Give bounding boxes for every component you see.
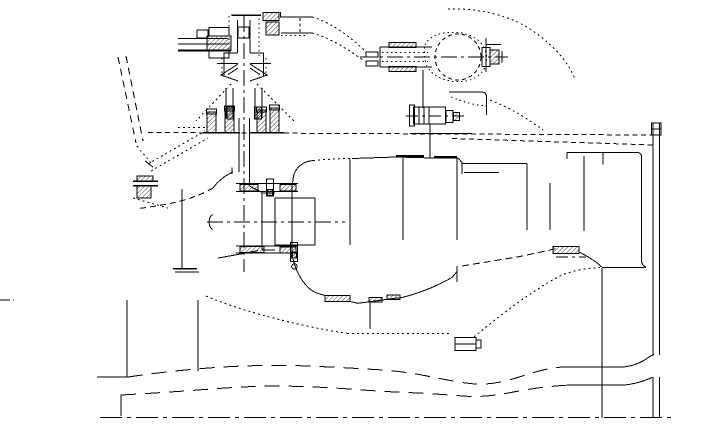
body-top-dotted	[312, 158, 353, 161]
tube-clamp-bottom	[388, 66, 417, 72]
hub-hatch-top2	[279, 184, 297, 192]
nut-1	[481, 47, 491, 67]
tube-clamp-top	[388, 42, 417, 48]
column-step-right	[250, 52, 264, 76]
leader-dot-1	[147, 130, 206, 165]
column-boss	[237, 26, 250, 39]
strut-dash-2	[125, 55, 144, 142]
hub-dashed-curve	[137, 187, 214, 209]
hub-arc	[208, 214, 213, 230]
pipe-flange-cap-top	[208, 27, 230, 37]
leader-solid	[144, 160, 154, 168]
fitting-body	[413, 106, 446, 125]
foot-right-bolt2	[269, 107, 280, 134]
fitting-cap	[409, 104, 415, 127]
wedge-right-inner	[249, 67, 261, 75]
foot-right-cap2	[269, 104, 280, 111]
pipe-flange-body	[206, 35, 232, 51]
actuator-body-dotted	[423, 31, 488, 83]
bottom-seg1	[317, 293, 326, 296]
duct-clip	[454, 337, 477, 351]
pipe-dot-upper	[311, 16, 367, 53]
tube-bracket-2	[365, 60, 379, 67]
body-step	[457, 157, 463, 174]
column-top-bolt	[262, 12, 280, 21]
flow-lower-end	[622, 376, 654, 386]
pipe-dot-b	[447, 8, 576, 80]
flow-upper-end	[622, 354, 655, 368]
tube-bracket-1	[365, 51, 379, 58]
bracket-dotted	[132, 197, 169, 209]
wedge-right	[249, 63, 269, 82]
frame-rect	[603, 152, 647, 268]
bracket-hatch	[136, 175, 154, 182]
leader-dot-2	[150, 137, 209, 172]
foot-left-bolt1	[206, 111, 217, 134]
foot-right-bolt1	[256, 109, 267, 134]
duct-bolt	[265, 21, 280, 36]
flow-lower-dashed	[120, 384, 568, 397]
casing-line-lower	[451, 138, 656, 146]
hub-rib-top-dark	[267, 189, 273, 196]
step-hatch	[552, 246, 580, 254]
hub-circle	[291, 263, 298, 270]
actuator-inner-dashed	[434, 33, 482, 81]
bottom-clip1	[368, 297, 383, 303]
flow-upper-dashed	[127, 364, 564, 385]
pipe-dot-c	[489, 99, 544, 131]
flare-dotted-right	[256, 83, 295, 122]
flare-dotted-left	[195, 83, 232, 122]
hub-rib-bot	[290, 242, 298, 262]
foot-left-cap2	[224, 105, 235, 112]
inner-duct-dot3	[473, 267, 601, 338]
hub-block	[274, 197, 316, 246]
duct-L-dotted	[450, 96, 487, 107]
bottom-tab1	[324, 295, 351, 302]
column-step-left	[223, 52, 238, 76]
duct-L	[449, 91, 487, 115]
wall-cap	[651, 122, 662, 136]
bottom-seg2	[349, 301, 359, 304]
fitting-bolt2	[453, 112, 460, 121]
bottom-rise	[401, 271, 458, 298]
duct-clip-tab	[475, 339, 482, 349]
bottom-dash-rise	[461, 248, 558, 267]
nut-2	[489, 49, 500, 65]
hub-curve	[212, 171, 234, 189]
wedge-left	[219, 63, 239, 82]
hub-bottom-curve	[217, 250, 259, 259]
hub-rib-bot-dark	[291, 251, 297, 259]
strut-dash-1	[117, 56, 137, 144]
body-left-edge	[291, 160, 319, 294]
strut-dot-tail	[136, 145, 152, 164]
hub-hatch-top1	[239, 184, 259, 192]
foot-left-cap1	[206, 108, 217, 115]
foot-left-bolt2	[224, 108, 235, 134]
step-curve	[578, 251, 602, 268]
pipe-dot-lower	[311, 32, 365, 62]
wedge-left-inner	[227, 67, 239, 75]
fitting-bolt1	[445, 110, 454, 123]
bracket-box	[136, 185, 152, 199]
column-housing-dotted	[228, 14, 260, 58]
hub-rib-top	[266, 178, 274, 197]
pipe-bracket	[196, 29, 209, 39]
foot-right-cap1	[256, 106, 267, 113]
bottom-clip2	[386, 294, 401, 300]
